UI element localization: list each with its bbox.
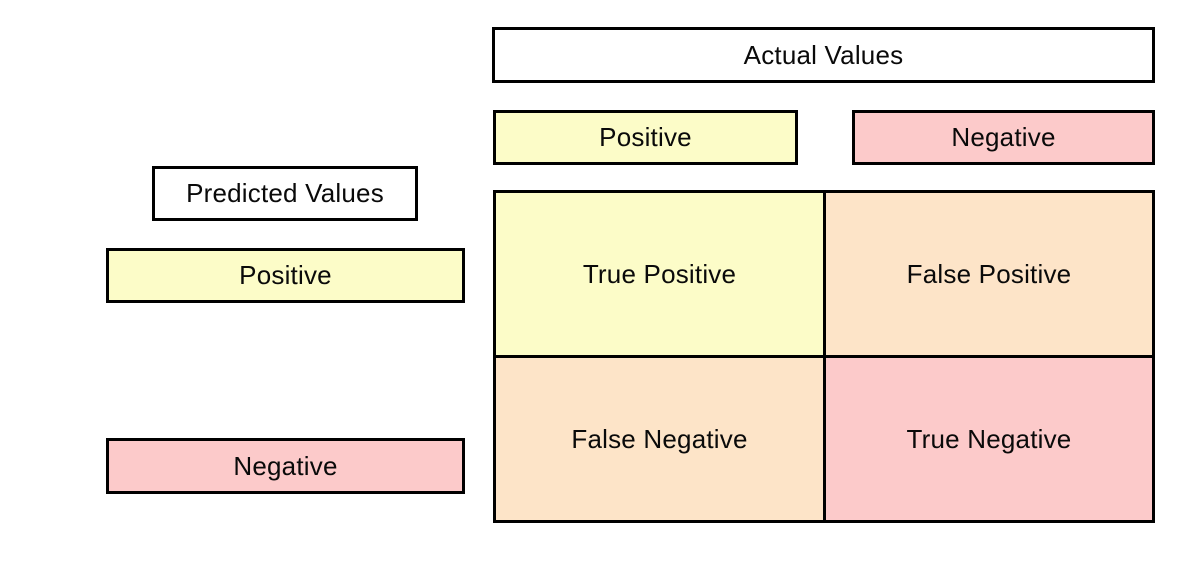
cell-false-positive: False Positive: [826, 193, 1152, 355]
actual-negative-label: Negative: [852, 110, 1155, 165]
actual-values-header: Actual Values: [492, 27, 1155, 83]
predicted-negative-label: Negative: [106, 438, 465, 494]
cell-false-negative: False Negative: [496, 358, 823, 520]
actual-positive-label: Positive: [493, 110, 798, 165]
cell-true-positive: True Positive: [496, 193, 823, 355]
confusion-matrix-grid: True Positive False Positive False Negat…: [493, 190, 1155, 523]
predicted-values-header: Predicted Values: [152, 166, 418, 221]
predicted-positive-label: Positive: [106, 248, 465, 303]
cell-true-negative: True Negative: [826, 358, 1152, 520]
